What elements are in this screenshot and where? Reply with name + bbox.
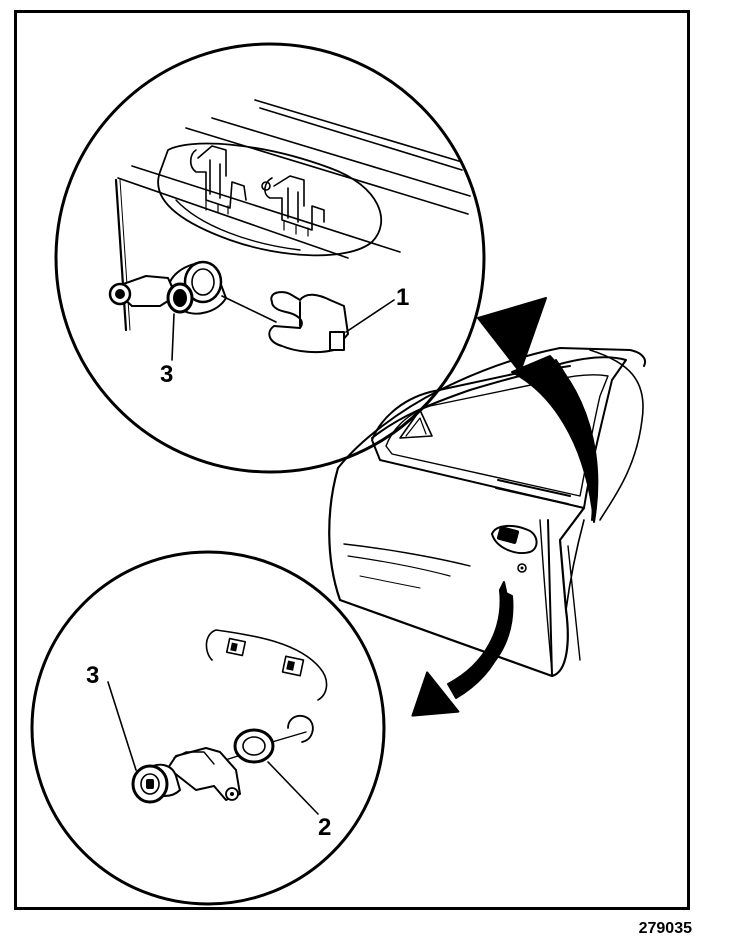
mounting-hole — [287, 714, 314, 743]
callout-3-top: 3 — [160, 361, 174, 388]
callout-3-bottom: 3 — [86, 662, 100, 689]
latch-rod-left — [189, 145, 247, 215]
callout-2: 2 — [318, 814, 332, 841]
bottom-detail-circle — [30, 550, 386, 906]
lock-cylinder-top — [108, 260, 227, 315]
top-detail-circle — [54, 42, 486, 474]
arrow-to-top-detail — [477, 297, 599, 523]
arrow-to-bottom-detail — [411, 581, 514, 717]
callout-1: 1 — [396, 284, 410, 311]
retaining-clip — [268, 291, 349, 354]
lock-cylinder-bottom — [131, 747, 241, 804]
leader-2 — [267, 761, 319, 815]
vehicle-door — [328, 347, 646, 678]
recess-slot-right — [281, 655, 305, 677]
top-body-lines — [117, 99, 471, 259]
gasket — [233, 728, 275, 764]
handle-recess-outline — [205, 629, 328, 701]
latch-rod-right — [261, 175, 325, 237]
figure-number: 279035 — [638, 920, 692, 937]
recess-slot-left — [225, 637, 247, 657]
leader-3-top — [171, 313, 175, 361]
door-lock-hole — [517, 563, 527, 573]
door-handle — [491, 524, 538, 554]
leader-1 — [345, 299, 395, 333]
handle-recess — [157, 142, 383, 257]
leader-3-bottom — [107, 681, 137, 771]
figure-frame — [14, 10, 690, 910]
